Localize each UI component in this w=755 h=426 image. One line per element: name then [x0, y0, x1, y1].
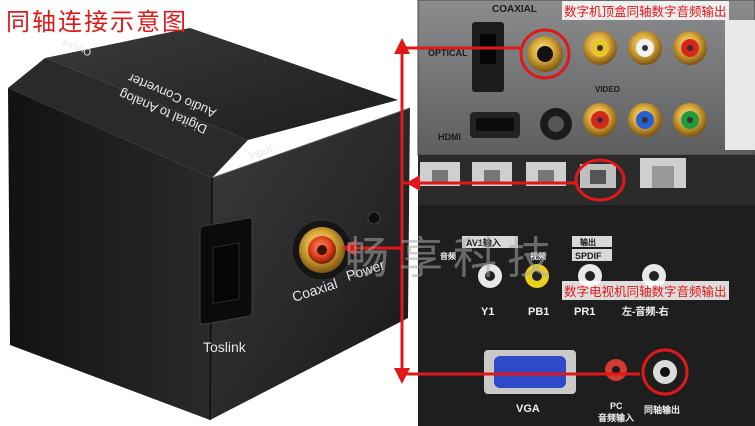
arrow-left-icon-mid: [406, 175, 420, 191]
tv-spdif-label: SPDIF: [575, 251, 602, 261]
strip-coax-highlight-ring: [574, 158, 626, 202]
tv-coax-out-label: 同轴输出: [644, 404, 680, 415]
tv-caption: 数字电视机同轴数字音频输出: [562, 281, 729, 300]
tv-audio-label: 音频: [440, 251, 456, 261]
stb-optical-label: OPTICAL: [428, 48, 468, 58]
connection-arrows: [346, 46, 640, 376]
stb-coax-highlight-ring: [519, 28, 571, 80]
tv-rear-panel: AV1输入 音频 视频 输出 SPDIF Y1 PB1 PR1 左-音频-右 V…: [418, 205, 755, 426]
tv-pr1-label: PR1: [574, 306, 595, 318]
stb-hdmi-label: HDMI: [438, 132, 461, 142]
arrow-down-icon: [394, 368, 410, 384]
diagram-title: 同轴连接示意图: [6, 8, 188, 36]
arrowheads: [342, 38, 420, 384]
tv-video-label: 视频: [530, 251, 546, 261]
stb-coaxial-label: COAXIAL: [492, 4, 537, 15]
toslink-port: [199, 217, 253, 325]
converter-top-bevel: [8, 58, 248, 178]
stb-video-label: VIDEO: [595, 85, 620, 94]
tv-spdif-top: 输出: [580, 237, 596, 247]
arrow-left-icon: [342, 240, 356, 256]
tv-pb1-label: PB1: [528, 306, 549, 318]
converter-box: Output Digital to Analog Audio Converter…: [8, 28, 411, 421]
tv-pc-audio-label-1: PC: [610, 401, 623, 411]
toslink-label: Toslink: [203, 339, 247, 355]
stb-caption: 数字机顶盒同轴数字音频输出: [562, 1, 729, 20]
tv-pc-audio-label-2: 音频输入: [598, 412, 634, 423]
power-led-icon: [367, 211, 381, 225]
stb-rear-panel: COAXIAL OPTICAL HDMI VIDEO: [417, 0, 755, 156]
tv-y1-label: Y1: [481, 306, 494, 318]
converter-side-face: [8, 88, 212, 420]
tv-audio-lr-label: 左-音频-右: [621, 305, 669, 318]
tv-av-label: AV1输入: [466, 237, 501, 248]
tv-connector-strip: [418, 155, 755, 205]
coaxial-port: [291, 219, 353, 281]
tv-coax-highlight-ring: [641, 348, 689, 396]
arrow-up-icon: [394, 38, 410, 54]
tv-vga-label: VGA: [516, 403, 540, 415]
converter-top-face: [45, 28, 398, 140]
watermark-text: 畅享科技: [345, 233, 561, 284]
